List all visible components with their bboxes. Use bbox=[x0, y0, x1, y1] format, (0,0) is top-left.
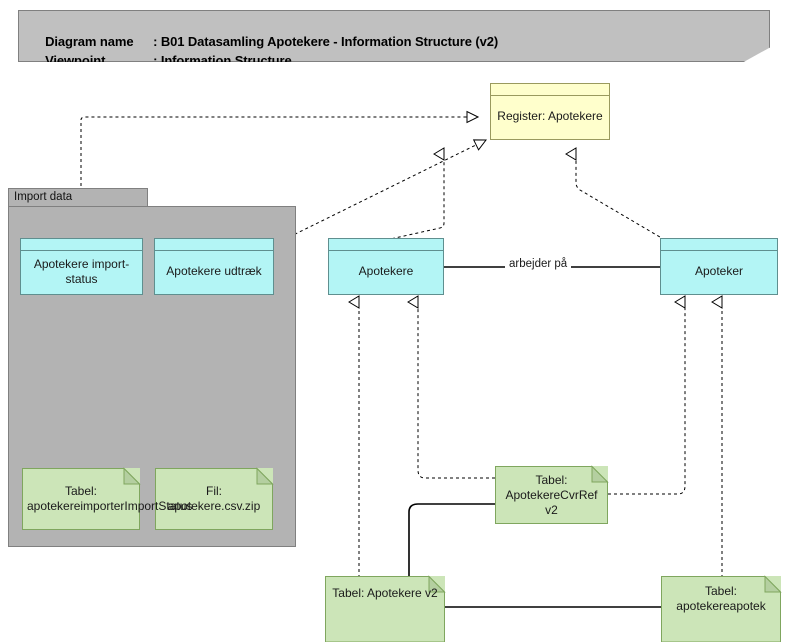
note-shape bbox=[155, 467, 274, 530]
node-apotekere[interactable]: Apotekere bbox=[328, 238, 444, 295]
node-tabel-apotekereimporterimportstatus-label: Tabel: apotekereimporterImportStatus bbox=[27, 484, 193, 513]
node-apotekere-udtraek[interactable]: Apotekere udtræk bbox=[154, 238, 274, 295]
connector-udtraek-to-register bbox=[272, 139, 488, 246]
note-shape bbox=[325, 575, 446, 642]
connector-cvrref-to-apotekere bbox=[407, 295, 495, 479]
note-shape bbox=[495, 465, 609, 524]
node-header-strip bbox=[329, 239, 443, 251]
node-tabel-apotekerecvrref-v2-label: Tabel: ApotekereCvrRef v2 bbox=[505, 472, 598, 517]
diagram-name-line: Diagram name: B01 Datasamling Apotekere … bbox=[31, 19, 499, 62]
node-tabel-apotekere-v2-label: Tabel: Apotekere v2 bbox=[332, 585, 438, 600]
node-apotekere-udtraek-label: Apotekere udtræk bbox=[166, 264, 262, 278]
node-header-strip bbox=[155, 239, 273, 251]
node-apoteker[interactable]: Apoteker bbox=[660, 238, 778, 295]
node-tabel-apotekereimporterimportstatus[interactable]: Tabel: apotekereimporterImportStatus bbox=[22, 467, 193, 530]
node-apoteker-label: Apoteker bbox=[694, 264, 744, 278]
node-header-strip bbox=[491, 84, 609, 96]
node-tabel-apotekereapotek[interactable]: Tabel: apotekereapotek bbox=[661, 575, 782, 642]
diagram-title-block: Diagram name: B01 Datasamling Apotekere … bbox=[18, 10, 770, 62]
group-import-data-label: Import data bbox=[14, 191, 73, 203]
connector-apoteker-to-register bbox=[565, 147, 666, 241]
node-header-strip bbox=[661, 239, 777, 251]
node-fil-apotekere-csv-zip-label: Fil: apotekere.csv.zip bbox=[167, 484, 261, 513]
node-apotekere-label: Apotekere bbox=[358, 264, 414, 278]
connector-importstatus-to-register bbox=[80, 110, 480, 240]
viewpoint-sep: : bbox=[153, 53, 161, 68]
connector-apotekere-to-register bbox=[385, 147, 445, 241]
node-apotekere-import-status-label: Apotekere import-status bbox=[33, 256, 130, 286]
group-import-data-tab bbox=[8, 188, 148, 207]
note-shape bbox=[22, 467, 141, 530]
node-tabel-apotekere-v2[interactable]: Tabel: Apotekere v2 bbox=[325, 575, 446, 642]
diagram-name-key: Diagram name bbox=[45, 34, 134, 49]
relation-arbejder-paa-label: arbejder på bbox=[505, 258, 572, 270]
node-apotekere-import-status[interactable]: Apotekere import-status bbox=[20, 238, 143, 295]
node-register-apotekere[interactable]: Register: Apotekere bbox=[490, 83, 610, 140]
node-fil-apotekere-csv-zip[interactable]: Fil: apotekere.csv.zip bbox=[155, 467, 274, 530]
viewpoint-line: Viewpoint: Information Structure bbox=[31, 38, 292, 68]
viewpoint-value: Information Structure bbox=[160, 53, 292, 68]
connector-tabelapotekerev2-to-cvrref bbox=[408, 503, 495, 593]
diagram-name-value: B01 Datasamling Apotekere - Information … bbox=[160, 34, 499, 49]
viewpoint-key: Viewpoint bbox=[45, 53, 106, 68]
node-tabel-apotekereapotek-label: Tabel: apotekereapotek bbox=[676, 584, 766, 613]
note-shape bbox=[661, 575, 782, 642]
node-tabel-apotekerecvrref-v2[interactable]: Tabel: ApotekereCvrRef v2 bbox=[495, 465, 609, 524]
diagram-name-sep: : bbox=[153, 34, 161, 49]
node-header-strip bbox=[21, 239, 142, 251]
connector-cvrref-to-apoteker bbox=[608, 295, 686, 495]
node-register-apotekere-label: Register: Apotekere bbox=[497, 109, 603, 123]
